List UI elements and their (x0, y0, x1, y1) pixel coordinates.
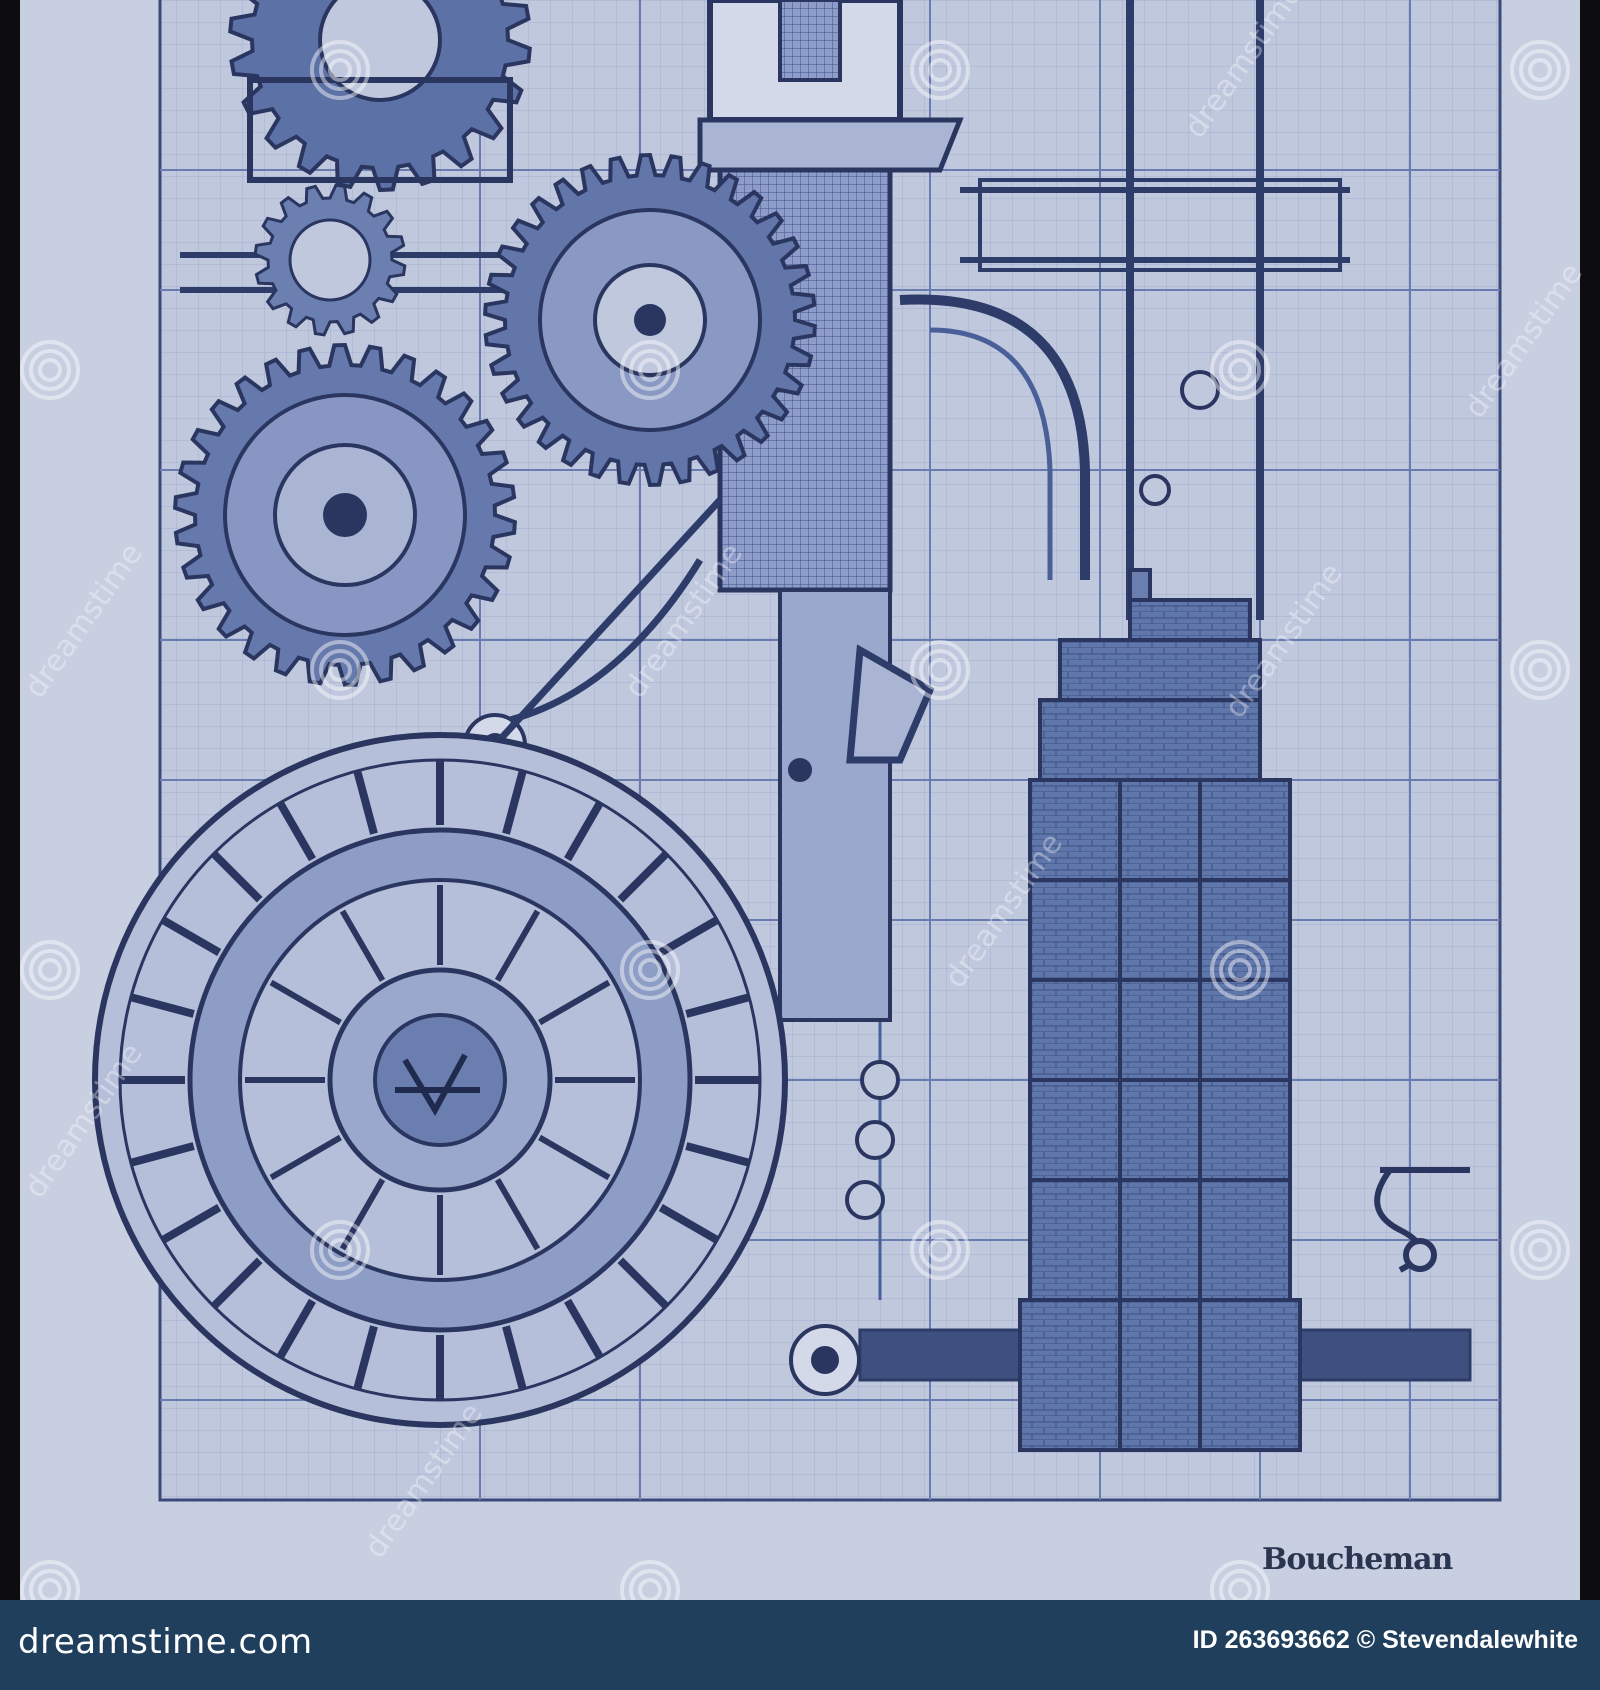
clock-tick (269, 979, 342, 1026)
clock-tick (339, 909, 386, 982)
clock-tick (160, 916, 222, 956)
clock-tick (129, 1142, 195, 1167)
watermark-spiral-icon (620, 340, 680, 400)
clock-tick (658, 916, 720, 956)
clock-tick (276, 1298, 316, 1360)
clock-tick (210, 850, 263, 903)
clock-tick (538, 979, 611, 1026)
watermark-spiral-icon (1510, 40, 1570, 100)
clock-tick (353, 769, 378, 835)
gear-center-upper (483, 152, 817, 488)
blueprint-artwork: dreamstimedreamstimedreamstimedreamstime… (17, 0, 1590, 1600)
clock-tick (160, 1204, 222, 1244)
watermark-spiral-icon (20, 340, 80, 400)
clock-tick (502, 1325, 527, 1391)
clock-tick (538, 1134, 611, 1181)
gear-top-left (228, 0, 532, 193)
image-meta: ID 263693662 © Stevendalewhite (1193, 1626, 1578, 1655)
clock-tick (276, 800, 316, 862)
watermark-spiral-icon (1510, 1220, 1570, 1280)
gear-left (172, 342, 518, 688)
clock-tick (564, 800, 604, 862)
watermark-spiral-icon (620, 1560, 680, 1600)
watermark-spiral-icon (910, 640, 970, 700)
watermark-spiral-icon (620, 940, 680, 1000)
clock-tick (685, 993, 751, 1018)
watermark-spiral-icon (310, 40, 370, 100)
clock-tick (269, 1134, 342, 1181)
chain-links (845, 1060, 900, 1220)
clock-tick (502, 769, 527, 835)
watermark-spiral-icon (20, 1560, 80, 1600)
clock-tick (339, 1178, 386, 1251)
clock-tick (494, 1178, 541, 1251)
clock-tick (658, 1204, 720, 1244)
clock-wheel (92, 732, 788, 1428)
clock-tick (210, 1257, 263, 1310)
clock-tick (494, 909, 541, 982)
clock-tick (617, 850, 670, 903)
signature-stamp: Boucheman (1262, 1542, 1453, 1577)
clock-tick (129, 993, 195, 1018)
gear-small-left (253, 183, 407, 337)
right-bracket (1374, 1167, 1470, 1273)
footer-bar: dreamstime.com ID 263693662 © Stevendale… (0, 1600, 1600, 1690)
watermark-spiral-icon (1510, 640, 1570, 700)
clock-tick (564, 1298, 604, 1360)
watermark-spiral-icon (310, 1220, 370, 1280)
stepped-tower (1018, 568, 1302, 1452)
watermark-spiral-icon (910, 1220, 970, 1280)
author-name[interactable]: Stevendalewhite (1382, 1626, 1578, 1654)
linkage (492, 497, 935, 764)
watermark-spiral-icon (1210, 340, 1270, 400)
image-id: ID 263693662 (1192, 1626, 1350, 1654)
watermark-spiral-icon (20, 940, 80, 1000)
watermark-spiral-icon (910, 40, 970, 100)
clock-tick (685, 1142, 751, 1167)
copyright-icon: © (1356, 1626, 1376, 1654)
watermark-spiral-icon (1210, 940, 1270, 1000)
watermark-spiral-icon (310, 640, 370, 700)
brand-logo[interactable]: dreamstime.com (18, 1622, 313, 1662)
clock-tick (617, 1257, 670, 1310)
clock-tick (353, 1325, 378, 1391)
watermark-spiral-icon (1210, 1560, 1270, 1600)
